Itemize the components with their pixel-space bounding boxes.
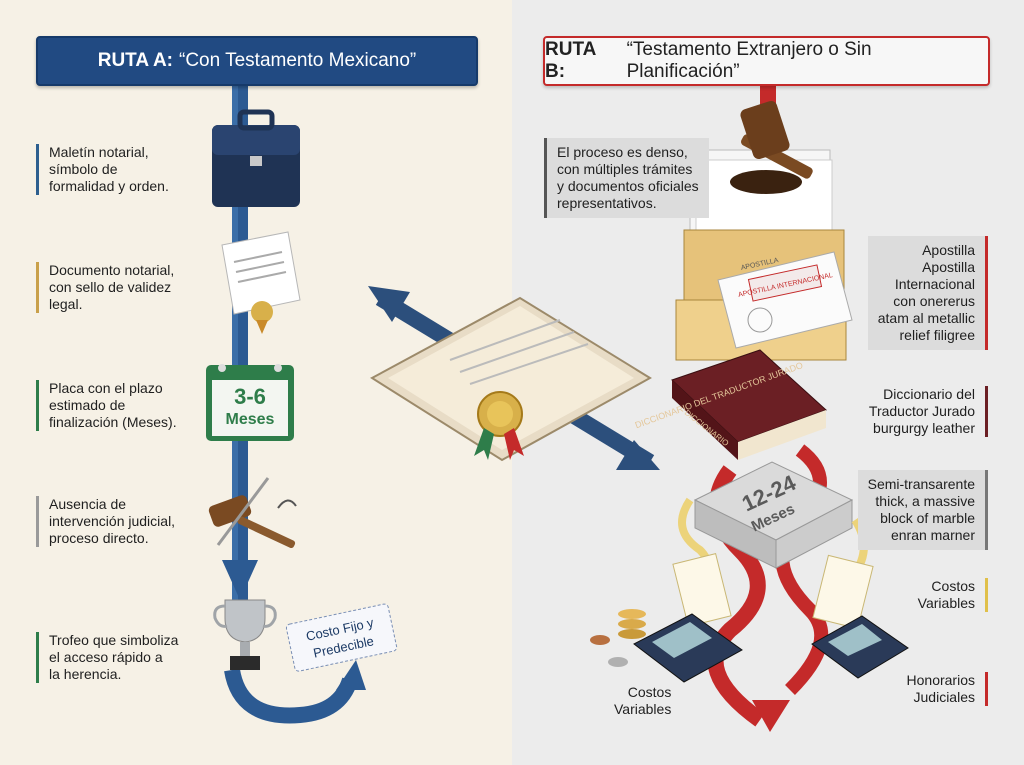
route-b-label-apostille: Apostilla Apostilla Internacional con on… <box>867 236 988 350</box>
route-a-title-bold: RUTA A: <box>97 50 173 71</box>
marble-block-icon: 12-24 Meses <box>693 461 854 569</box>
route-b-label-process: El proceso es denso, con múltiples trámi… <box>544 138 709 218</box>
label-line: Placa con el plazo <box>49 380 163 396</box>
label-line: Judiciales <box>913 689 975 705</box>
route-b-label-bottom-costs: Costos Variables <box>614 684 671 718</box>
calendar-plaque-icon: 3-6 Meses <box>206 364 294 441</box>
label-line: Honorarios <box>906 672 975 688</box>
label-line: con onererus <box>893 293 975 309</box>
apostille-stamp-icon: APOSTILLA INTERNACIONAL APOSTILLA <box>717 251 853 349</box>
route-a-label-gavel: Ausencia de intervención judicial, proce… <box>36 496 175 547</box>
notary-document-icon <box>221 231 301 334</box>
label-line: la herencia. <box>49 666 122 682</box>
gavel-icon <box>730 100 813 194</box>
label-line: proceso directo. <box>49 530 149 546</box>
route-b-header: RUTA B: “Testamento Extranjero o Sin Pla… <box>543 36 990 86</box>
gavel-crossed-icon <box>208 477 297 548</box>
label-line: relief filigree <box>899 327 975 343</box>
label-line: atam al metallic <box>877 310 975 326</box>
calculator-icon <box>633 613 909 683</box>
route-a-label-document: Documento notarial, con sello de validez… <box>36 262 174 313</box>
dictionary-book-icon: DICCIONARIO DEL TRADUCTOR JURADO DICCION… <box>634 349 827 460</box>
receipts <box>672 553 874 630</box>
label-line: Diccionario del <box>883 386 975 402</box>
label-line: estimado de <box>49 397 126 413</box>
label-line: Apostilla <box>922 242 975 258</box>
label-line: Variables <box>917 595 975 611</box>
central-document-icon <box>370 296 652 462</box>
route-b-label-dictionary: Diccionario del Traductor Jurado burgurg… <box>869 386 988 437</box>
route-a-label-plaque: Placa con el plazo estimado de finalizac… <box>36 380 177 431</box>
label-line: símbolo de <box>49 161 118 177</box>
label-line: Ausencia de <box>49 496 127 512</box>
route-a-flow-line <box>222 86 366 724</box>
route-a-label-briefcase: Maletín notarial, símbolo de formalidad … <box>36 144 169 195</box>
label-line: Traductor Jurado <box>868 403 975 419</box>
label-line: Trofeo que simboliza <box>49 632 179 648</box>
route-b-title-rest: “Testamento Extranjero o Sin Planificaci… <box>626 39 872 82</box>
label-line: thick, a massive <box>875 493 975 509</box>
route-b-label-fees: Honorarios Judiciales <box>907 672 988 706</box>
label-line: formalidad y orden. <box>49 178 169 194</box>
label-line: y documentos oficiales <box>557 178 699 194</box>
label-line: con múltiples trámites <box>557 161 693 177</box>
plaque-unit: Meses <box>226 411 275 428</box>
label-line: intervención judicial, <box>49 513 176 529</box>
label-line: Costos <box>627 684 672 700</box>
label-line: el acceso rápido a <box>49 649 163 665</box>
trophy-icon <box>213 599 277 670</box>
label-line: burgurgy leather <box>873 420 975 436</box>
route-a-title-rest: “Con Testamento Mexicano” <box>179 50 417 71</box>
label-line: Internacional <box>894 276 975 292</box>
label-line: con sello de validez <box>49 279 172 295</box>
label-line: Documento notarial, <box>49 262 175 278</box>
route-b-label-costs: Costos Variables <box>918 578 988 612</box>
label-line: block of marble <box>880 510 975 526</box>
coins-icon <box>590 609 646 667</box>
ticket-icon: Costo Fijo y Predecible <box>285 603 398 672</box>
label-line: enran marner <box>890 527 975 543</box>
label-line: El proceso es denso, <box>557 144 688 160</box>
label-line: Apostilla <box>922 259 975 275</box>
route-b-label-marble: Semi-transarente thick, a massive block … <box>857 470 988 550</box>
plaque-number: 3-6 <box>234 384 266 409</box>
label-line: finalización (Meses). <box>49 414 177 430</box>
route-a-header: RUTA A: “Con Testamento Mexicano” <box>36 36 478 86</box>
label-line: Maletín notarial, <box>49 144 149 160</box>
label-line: Costos <box>931 578 975 594</box>
route-b-title-bold: RUTA B: <box>545 39 596 82</box>
route-a-label-trophy: Trofeo que simboliza el acceso rápido a … <box>36 632 178 683</box>
label-line: legal. <box>49 296 83 312</box>
briefcase-icon <box>212 109 300 207</box>
label-line: representativos. <box>557 195 657 211</box>
label-line: Semi-transarente <box>867 476 975 492</box>
label-line: Variables <box>614 701 672 717</box>
